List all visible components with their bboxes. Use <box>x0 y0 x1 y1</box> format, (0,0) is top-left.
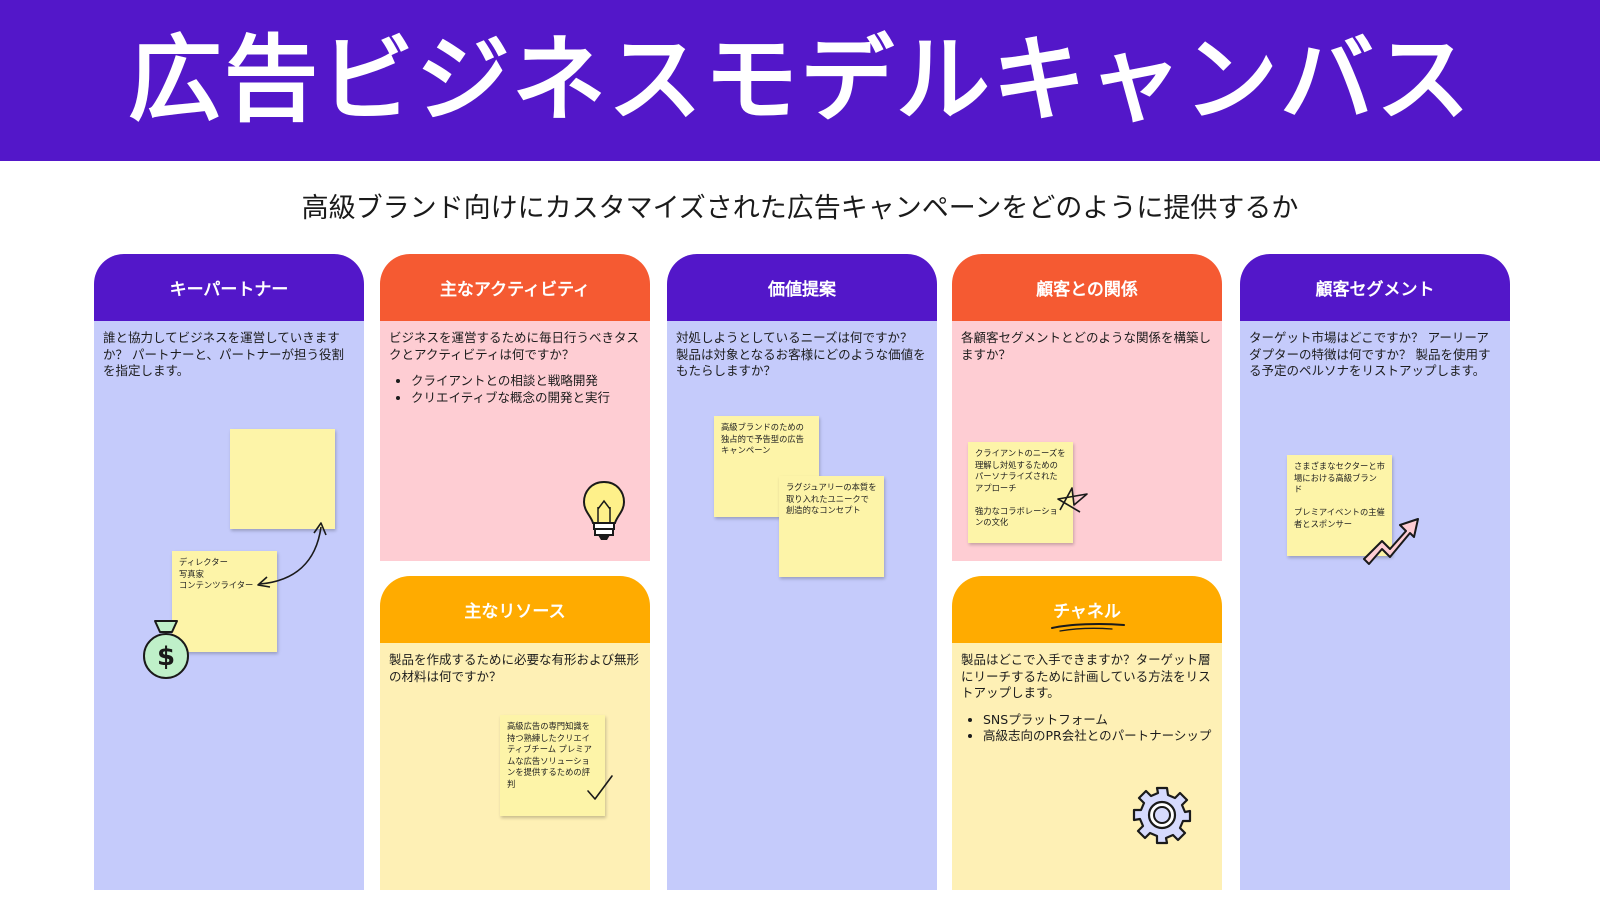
value-propositions-card: 価値提案 対処しようとしているニーズは何ですか？ 製品は対象となるお客様にどのよ… <box>667 254 937 890</box>
page-title: 広告ビジネスモデルキャンバス <box>127 25 1472 135</box>
customer-segments-title: 顧客セグメント <box>1315 280 1435 300</box>
channels-description-block: 製品はどこで入手できますか？ターゲット層にリーチするために計画している方法をリス… <box>961 652 1212 745</box>
list-item: 高級志向のPR会社とのパートナーシップ <box>983 728 1212 745</box>
key-partners-header: キーパートナー <box>94 254 364 321</box>
customer-relationships-card: 顧客との関係 各顧客セグメントとどのような関係を構築しますか？ クライアントのニ… <box>952 254 1222 561</box>
customer-relationships-header: 顧客との関係 <box>952 254 1222 321</box>
key-partners-title: キーパートナー <box>169 280 289 300</box>
list-item: クライアントとの相談と戦略開発 <box>411 373 640 390</box>
key-activities-card: 主なアクティビティ ビジネスを運営するために毎日行うべきタスクとアクティビティは… <box>380 254 650 561</box>
key-resources-sticky-note[interactable]: 高級広告の専門知識を持つ熟練したクリエイティブチーム プレミアムな広告ソリューシ… <box>500 715 605 816</box>
underline-scribble-icon <box>1051 623 1125 632</box>
key-activities-description: ビジネスを運営するために毎日行うべきタスクとアクティビティは何ですか？ <box>389 330 640 362</box>
value-propositions-body: 対処しようとしているニーズは何ですか？ 製品は対象となるお客様にどのような価値を… <box>667 321 937 890</box>
sparkle-star-icon <box>1057 487 1088 513</box>
key-resources-title: 主なリソース <box>464 602 566 622</box>
customer-segments-description: ターゲット市場はどこですか？ アーリーアダプターの特徴は何ですか？ 製品を使用す… <box>1249 330 1491 378</box>
trend-arrow-icon <box>1363 518 1419 565</box>
list-item: SNSプラットフォーム <box>983 712 1212 729</box>
key-resources-header: 主なリソース <box>380 576 650 643</box>
value-propositions-sticky-note[interactable]: ラグジュアリーの本質を取り入れたユニークで創造的なコンセプト <box>779 476 884 577</box>
key-resources-description: 製品を作成するために必要な有形および無形の材料は何ですか？ <box>389 652 640 684</box>
checkmark-icon <box>587 775 613 800</box>
channels-card: チャネル 製品はどこで入手できますか？ターゲット層にリーチするために計画している… <box>952 576 1222 890</box>
value-propositions-header: 価値提案 <box>667 254 937 321</box>
money-bag-icon: $ <box>143 620 189 679</box>
value-propositions-description: 対処しようとしているニーズは何ですか？ 製品は対象となるお客様にどのような価値を… <box>676 330 926 378</box>
light-bulb-icon <box>582 480 626 540</box>
key-partners-body: 誰と協力してビジネスを運営していきますか？ パートナーと、パートナーが担う役割を… <box>94 321 364 890</box>
channels-header: チャネル <box>952 576 1222 643</box>
customer-relationships-description: 各顧客セグメントとどのような関係を構築しますか？ <box>961 330 1212 362</box>
key-partners-sticky-note[interactable]: ディレクター 写真家 コンテンツライター <box>172 551 277 652</box>
customer-relationships-title: 顧客との関係 <box>1036 280 1138 300</box>
key-partners-card: キーパートナー 誰と協力してビジネスを運営していきますか？ パートナーと、パート… <box>94 254 364 890</box>
customer-segments-sticky-note[interactable]: さまざまなセクターと市場における高級ブランド プレミアイベントの主催者とスポンサ… <box>1287 455 1392 556</box>
title-banner: 広告ビジネスモデルキャンバス <box>0 0 1600 161</box>
gear-icon <box>1132 786 1192 845</box>
page-subtitle: 高級ブランド向けにカスタマイズされた広告キャンペーンをどのように提供するか <box>301 193 1299 224</box>
key-resources-body: 製品を作成するために必要な有形および無形の材料は何ですか？ 高級広告の専門知識を… <box>380 643 650 890</box>
customer-segments-body: ターゲット市場はどこですか？ アーリーアダプターの特徴は何ですか？ 製品を使用す… <box>1240 321 1510 890</box>
channels-title: チャネル <box>1053 602 1121 622</box>
value-propositions-title: 価値提案 <box>768 280 836 300</box>
key-activities-description-block: ビジネスを運営するために毎日行うべきタスクとアクティビティは何ですか？ クライア… <box>389 330 640 406</box>
key-partners-description: 誰と協力してビジネスを運営していきますか？ パートナーと、パートナーが担う役割を… <box>103 330 344 378</box>
svg-text:$: $ <box>157 642 175 672</box>
customer-segments-card: 顧客セグメント ターゲット市場はどこですか？ アーリーアダプターの特徴は何ですか… <box>1240 254 1510 890</box>
key-activities-header: 主なアクティビティ <box>380 254 650 321</box>
key-activities-list: クライアントとの相談と戦略開発 クリエイティブな概念の開発と実行 <box>389 373 640 406</box>
key-activities-title: 主なアクティビティ <box>439 280 591 300</box>
curved-arrow-icon <box>257 522 327 588</box>
list-item: クリエイティブな概念の開発と実行 <box>411 390 640 407</box>
channels-list: SNSプラットフォーム 高級志向のPR会社とのパートナーシップ <box>961 712 1212 745</box>
channels-description: 製品はどこで入手できますか？ターゲット層にリーチするために計画している方法をリス… <box>961 652 1211 700</box>
customer-relationships-sticky-note[interactable]: クライアントのニーズを理解し対処するためのパーソナライズされたアプローチ 強力な… <box>968 442 1073 543</box>
channels-body: 製品はどこで入手できますか？ターゲット層にリーチするために計画している方法をリス… <box>952 643 1222 890</box>
empty-sticky-note[interactable] <box>230 429 335 529</box>
key-activities-body: ビジネスを運営するために毎日行うべきタスクとアクティビティは何ですか？ クライア… <box>380 321 650 561</box>
key-resources-card: 主なリソース 製品を作成するために必要な有形および無形の材料は何ですか？ 高級広… <box>380 576 650 890</box>
customer-segments-header: 顧客セグメント <box>1240 254 1510 321</box>
customer-relationships-body: 各顧客セグメントとどのような関係を構築しますか？ クライアントのニーズを理解し対… <box>952 321 1222 561</box>
